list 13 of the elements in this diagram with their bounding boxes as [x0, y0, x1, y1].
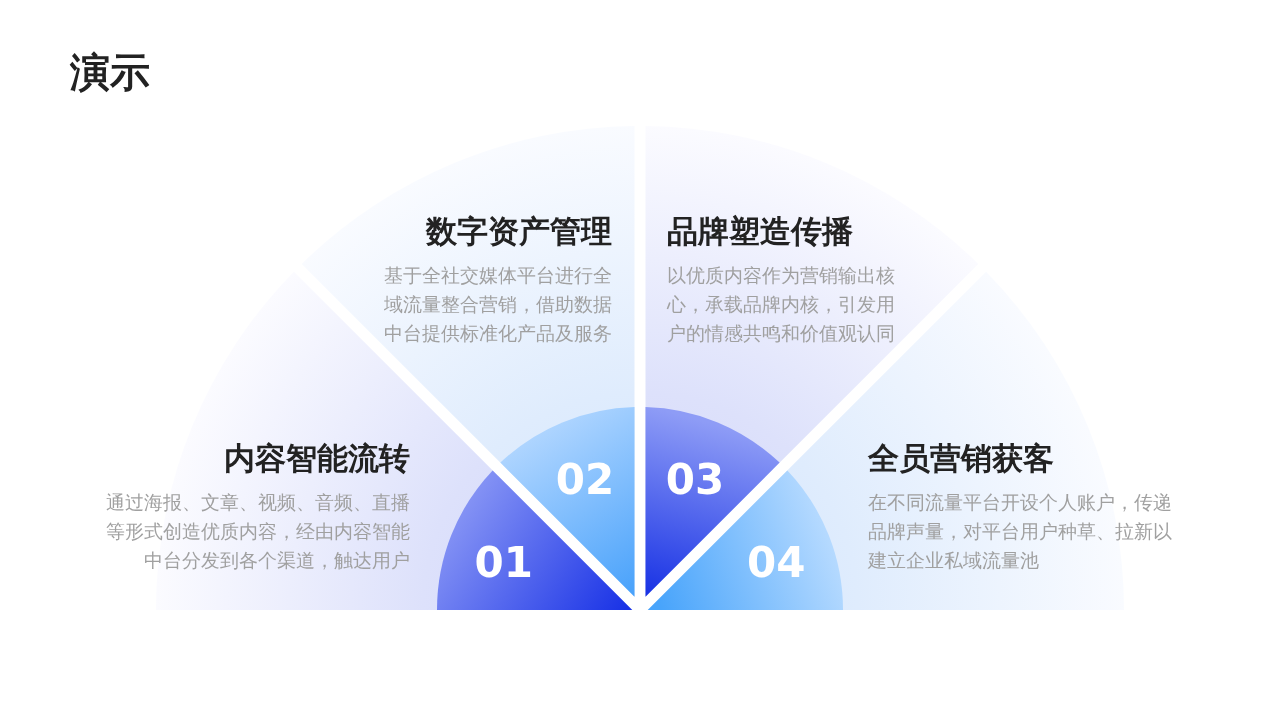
slide-title: 演示 — [70, 48, 150, 97]
section-heading: 数字资产管理 — [426, 212, 612, 251]
section-description: 在不同流量平台开设个人账户，传递品牌声量，对平台用户种草、拉新以建立企业私域流量池 — [868, 490, 1173, 573]
section-heading: 品牌塑造传播 — [667, 212, 853, 251]
step-number: 04 — [746, 542, 806, 585]
section-heading: 全员营销获客 — [868, 439, 1054, 478]
section-description: 基于全社交媒体平台进行全域流量整合营销，借助数据中台提供标准化产品及服务 — [383, 263, 612, 346]
step-number: 02 — [555, 459, 615, 502]
section-heading: 内容智能流转 — [224, 439, 410, 478]
section-description: 以优质内容作为营销输出核心，承载品牌内核，引发用户的情感共鸣和价值观认同 — [667, 263, 896, 346]
step-number: 03 — [665, 459, 725, 502]
section-description: 通过海报、文章、视频、音频、直播等形式创造优质内容，经由内容智能中台分发到各个渠道，触达用户 — [105, 490, 410, 573]
step-number: 01 — [474, 542, 534, 585]
